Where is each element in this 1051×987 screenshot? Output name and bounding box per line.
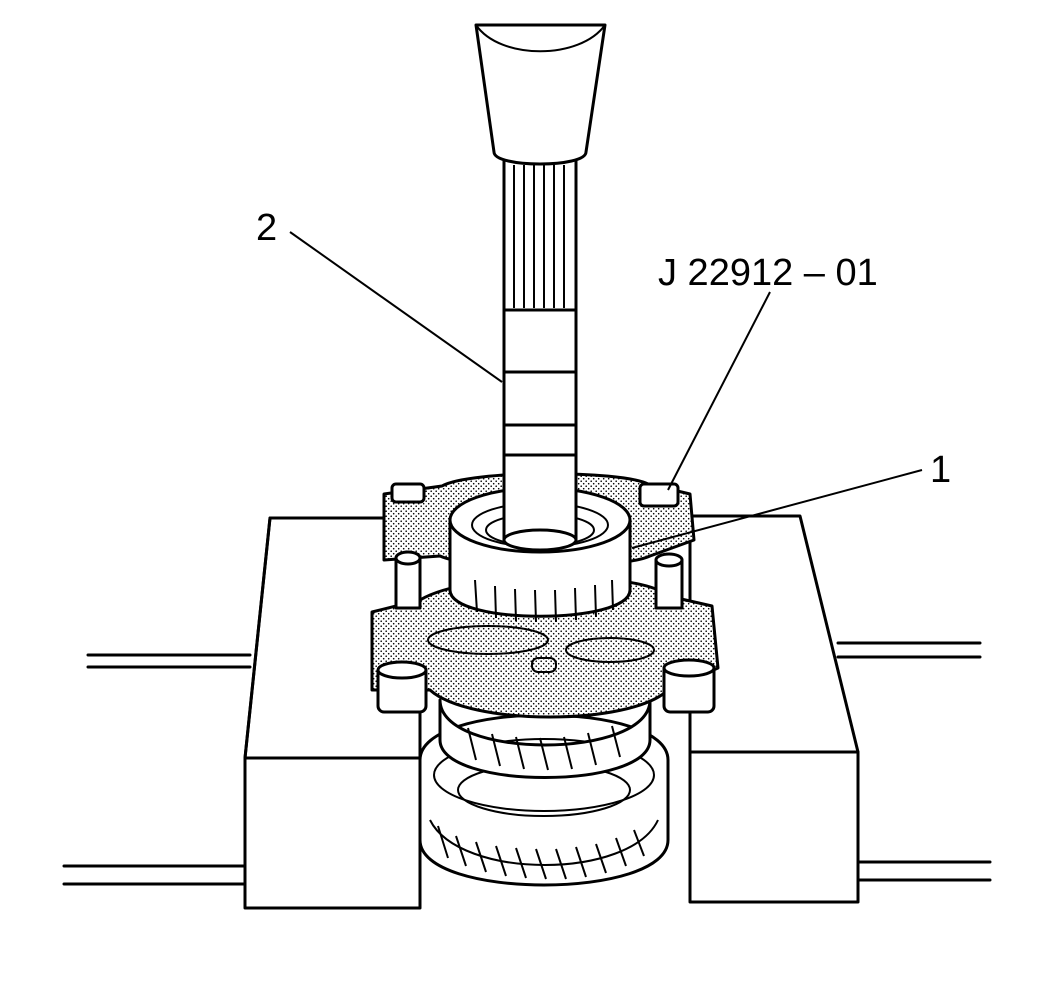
left-support-block <box>243 516 422 910</box>
right-support-block <box>688 514 860 904</box>
press-ram <box>474 23 607 166</box>
upper-gear-band <box>438 698 652 779</box>
leader-1 <box>631 469 923 549</box>
gear-teeth <box>437 825 645 880</box>
leader-lines <box>289 231 923 549</box>
shaft <box>502 158 578 552</box>
callout-2: 2 <box>256 207 277 249</box>
callout-tool-number: J 22912 – 01 <box>658 252 878 294</box>
left-bolt <box>376 550 428 714</box>
leader-tool <box>667 291 771 491</box>
leader-2 <box>289 231 503 383</box>
callout-1: 1 <box>930 449 951 491</box>
press-bed-rails <box>62 641 992 886</box>
shaft-splines <box>513 165 565 308</box>
right-bolt <box>638 482 716 714</box>
